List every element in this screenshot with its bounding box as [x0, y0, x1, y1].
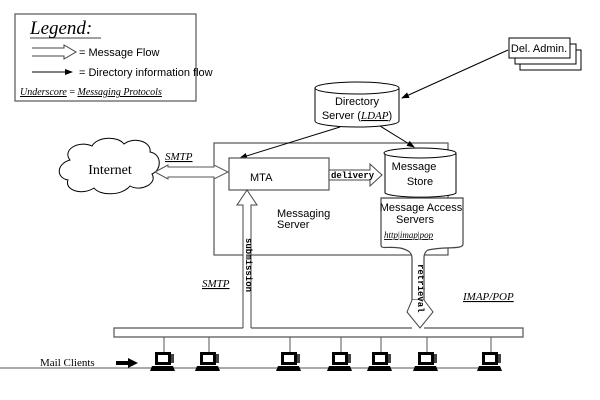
retrieval-arrow	[406, 299, 434, 329]
legend-message-flow: = Message Flow	[79, 47, 159, 59]
mail-client-computer-icon	[327, 337, 352, 371]
directory-server-node: Directory Server (LDAP)	[314, 81, 400, 128]
message-store-label-line1: Message	[392, 161, 437, 173]
mail-clients-label: Mail Clients	[40, 357, 95, 369]
del-admin-label: Del. Admin.	[511, 43, 567, 55]
legend-underscore-eq: =	[67, 87, 78, 98]
legend-underscore-meaning: Messaging Protocols	[76, 87, 161, 98]
legend-directory-flow: = Directory information flow	[79, 67, 213, 79]
mail-client-computer-icon	[150, 337, 175, 371]
legend-underscore-word: Underscore	[20, 87, 67, 98]
imap-pop-label: IMAP/POP	[462, 291, 514, 303]
http-protocol-label: http	[384, 230, 399, 240]
access-protocols: http|imap|pop	[384, 230, 434, 240]
internet-label: Internet	[88, 163, 132, 178]
legend-underscore: Underscore = Messaging Protocols	[20, 87, 162, 98]
admin-to-directory-arrow	[401, 49, 509, 99]
smtp-internet-arrow	[153, 164, 230, 180]
mail-client-computer-icon	[477, 337, 502, 371]
retrieval-label: retrieval	[415, 264, 425, 313]
submission-label: submission	[243, 238, 253, 292]
mail-client-computer-icon	[367, 337, 392, 371]
mail-client-computer-icon	[413, 337, 438, 371]
legend: Legend: = Message Flow = Directory infor…	[14, 13, 213, 102]
submission-arrow	[236, 189, 258, 328]
mail-clients-arrow-icon	[116, 358, 138, 368]
directory-label-line1: Directory	[335, 96, 380, 108]
pop-protocol-label: pop	[419, 230, 434, 240]
messaging-server-label-line1: Messaging	[277, 208, 330, 220]
mta-label: MTA	[250, 172, 273, 184]
imap-protocol-label: imap	[400, 230, 419, 240]
delivery-arrow	[328, 162, 383, 188]
mail-client-computer-icon	[276, 337, 301, 371]
message-store-label-line2: Store	[407, 176, 433, 188]
del-admin-node: Del. Admin.	[508, 37, 582, 71]
legend-title: Legend:	[29, 18, 92, 39]
internet-cloud-node	[58, 137, 160, 195]
network-bus	[113, 327, 524, 338]
smtp-internet-label: SMTP	[165, 151, 193, 163]
legend-box	[14, 13, 197, 102]
delivery-label: delivery	[331, 171, 375, 181]
smtp-clients-label: SMTP	[202, 278, 230, 290]
mail-clients-group	[150, 337, 502, 371]
access-label-line1: Message Access	[380, 202, 463, 214]
directory-to-store-arrow	[379, 125, 415, 148]
directory-to-mta-arrow	[239, 126, 341, 159]
mta-node	[228, 157, 330, 191]
directory-label-line2: Server (LDAP)	[322, 110, 392, 122]
ldap-protocol-label: LDAP	[360, 110, 389, 122]
message-store-node: Message Store	[383, 147, 457, 198]
access-label-line2: Servers	[396, 214, 434, 226]
mail-client-computer-icon	[195, 337, 220, 371]
messaging-server-label-line2: Server	[277, 219, 310, 231]
